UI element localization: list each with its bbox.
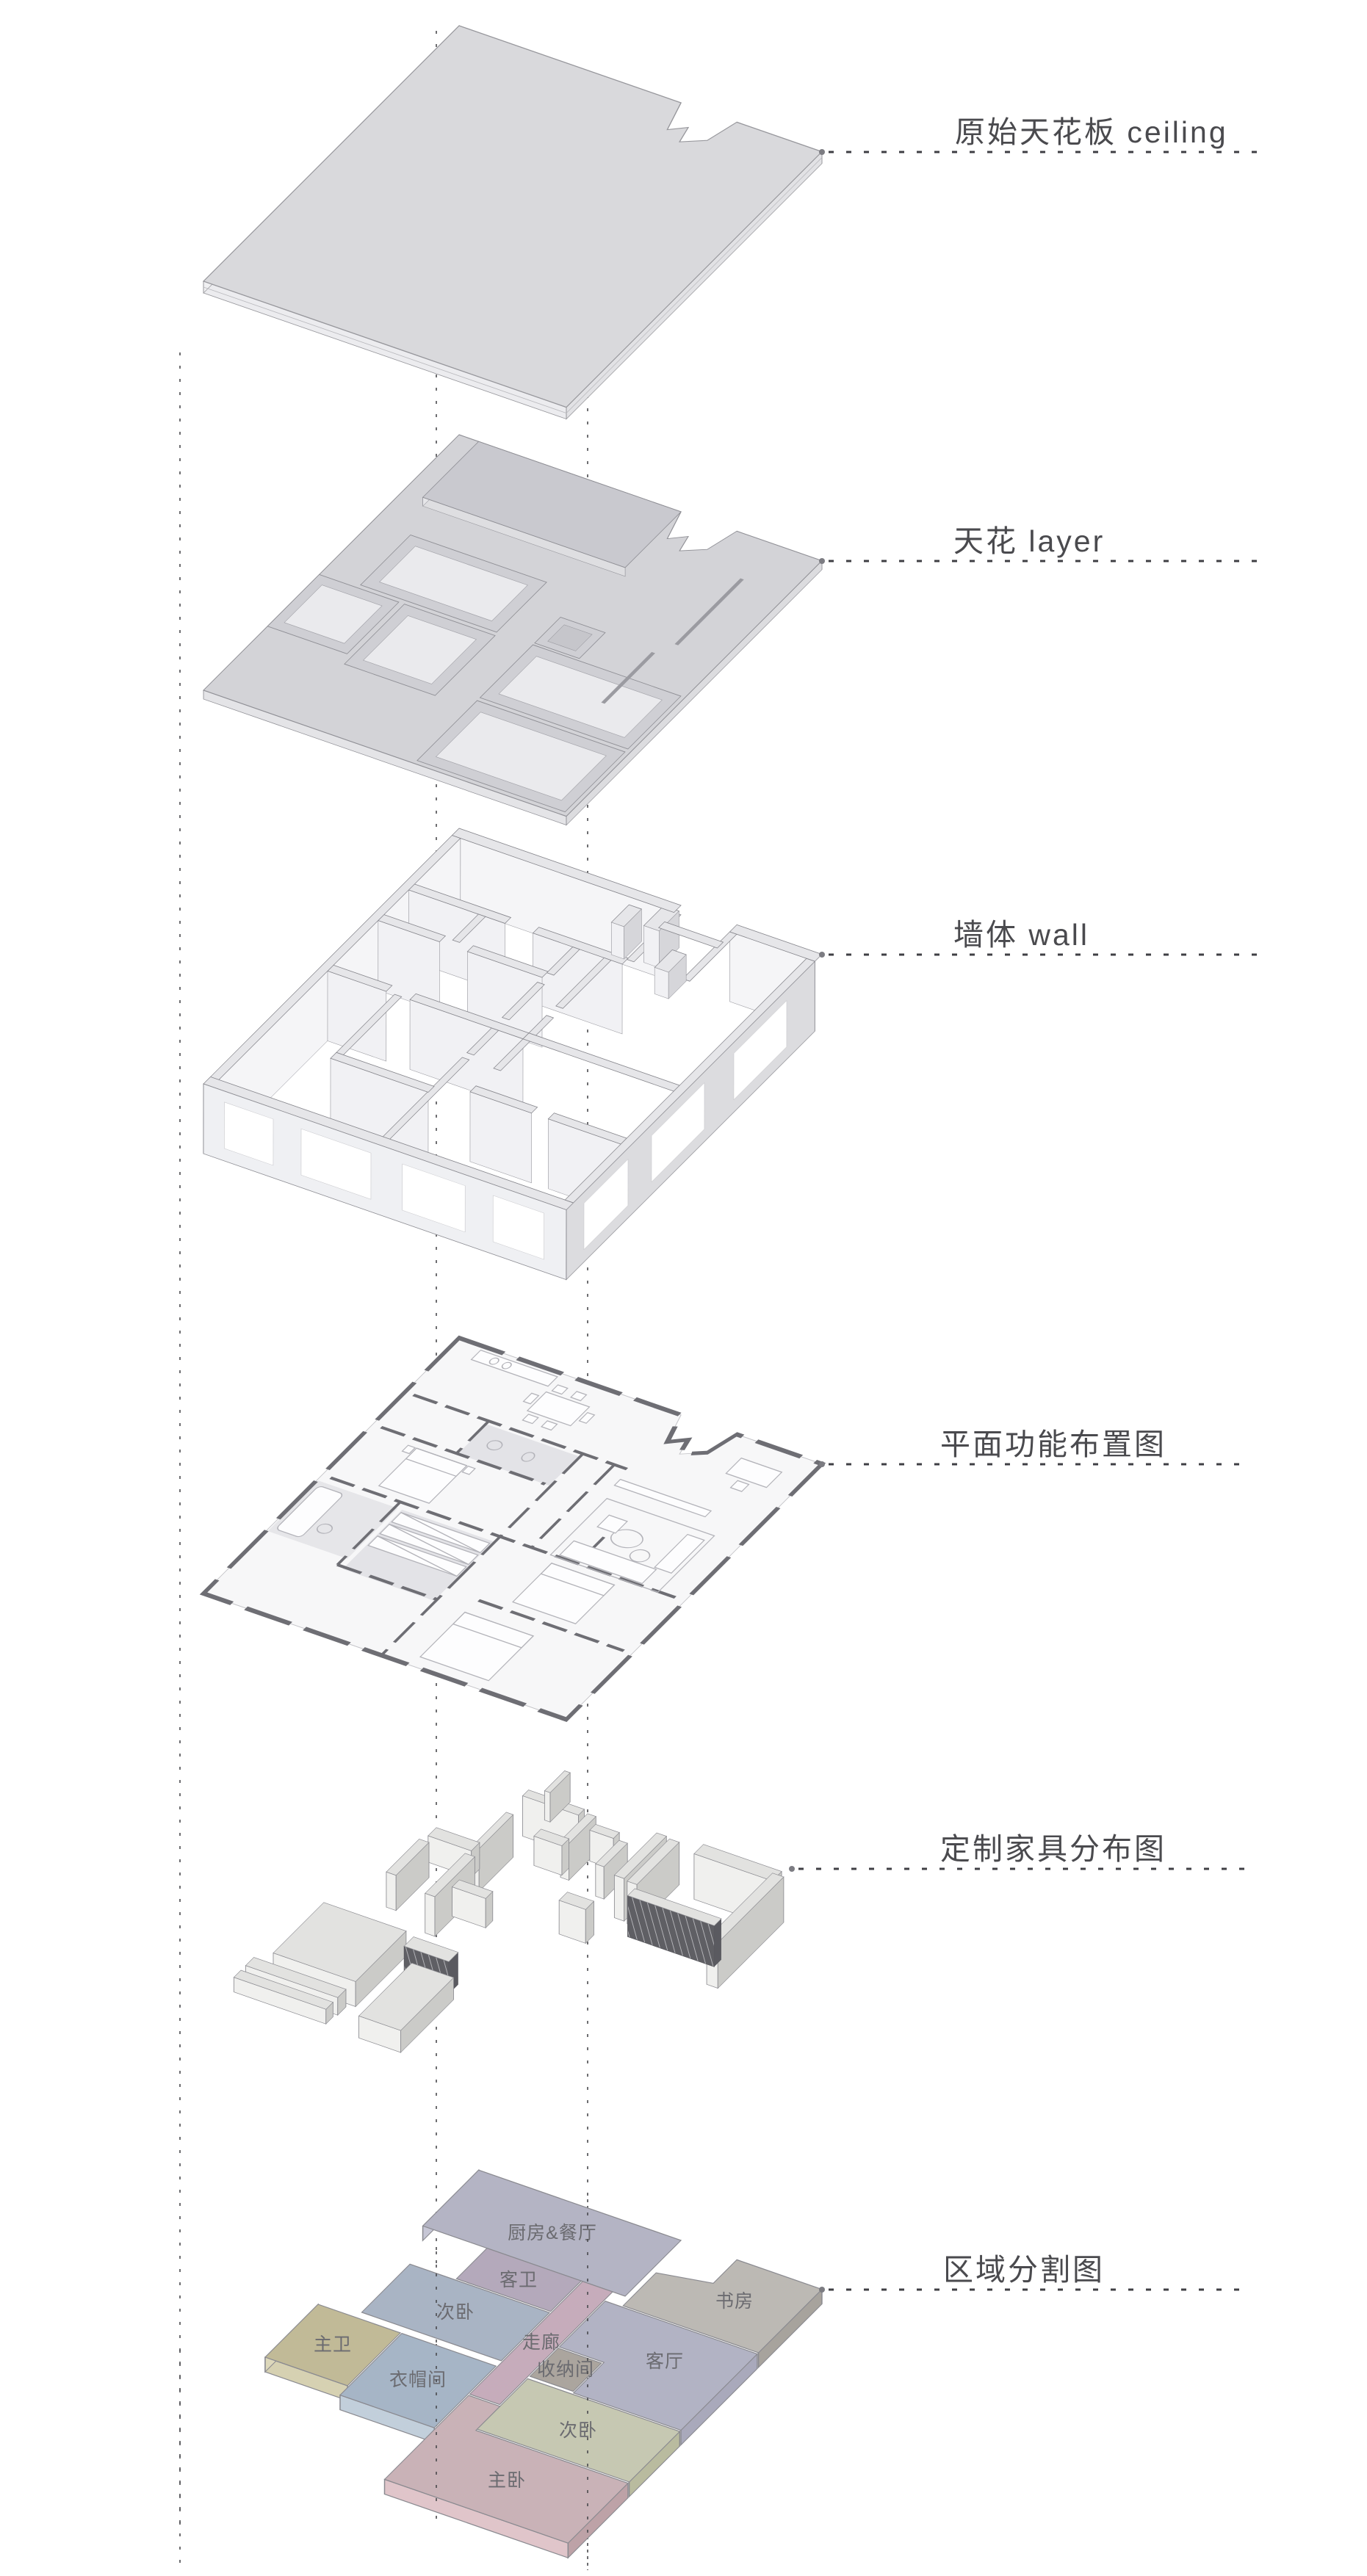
zone-label-bedroom2-east: 次卧: [559, 2420, 597, 2441]
ceiling-slab-top: [202, 25, 823, 408]
layer-custom-furniture: [233, 1770, 785, 2053]
furniture-box: [233, 1770, 785, 2053]
zone-label-master-bed: 主卧: [488, 2470, 526, 2491]
layer-zone-partition: [264, 2168, 823, 2559]
interior-walls: [327, 883, 737, 1147]
leader-node-dot: [819, 1461, 825, 1467]
zone-bedroom2-east: [476, 2378, 681, 2483]
zone-master-bed: [383, 2395, 630, 2544]
leader-node-dot: [789, 1866, 795, 1872]
zone-label-corridor: 走廊: [522, 2332, 560, 2353]
plan-outer-walls: [199, 1335, 826, 1722]
kitchen-ceiling-panel: [422, 441, 682, 568]
outer-walls: [203, 828, 823, 1211]
leader-lines: [789, 149, 1258, 2293]
layer-walls: [203, 828, 823, 1281]
zone-label-guest-bath: 客卫: [499, 2270, 538, 2290]
guide-lines-overlay: [179, 2199, 588, 2570]
zone-label-living: 客厅: [646, 2351, 684, 2372]
leader-node-dot: [819, 149, 825, 155]
zone-label-kitchen: 厨房&餐厅: [508, 2223, 597, 2243]
tall-wall-volumes: [610, 904, 687, 999]
zone-storage: [529, 2347, 602, 2392]
zone-label-storage: 收纳间: [537, 2359, 594, 2380]
label-zone-partition: 区域分割图: [943, 2253, 1105, 2287]
zone-master-bath: [264, 2304, 402, 2387]
zone-living: [558, 2300, 759, 2431]
label-ceiling-design: 天花 layer: [953, 524, 1105, 558]
plan-furniture: [277, 1349, 783, 1682]
label-walls: 墙体 wall: [953, 918, 1089, 952]
zone-labels: 厨房&餐厅 书房 客卫 客厅 次卧 走廊 收纳间 次卧 主卫 衣帽间 主卧: [314, 2223, 754, 2491]
leader-node-dot: [819, 558, 825, 564]
zone-label-closet: 衣帽间: [389, 2370, 447, 2390]
layer-ceiling-design: [203, 434, 823, 826]
layer-floor-plan: [199, 1335, 826, 1722]
label-original-ceiling: 原始天花板 ceiling: [955, 115, 1228, 149]
label-floor-plan: 平面功能布置图: [940, 1428, 1166, 1461]
ceiling-light-slot: [601, 651, 655, 704]
ceiling-design-base: [203, 434, 823, 817]
label-custom-furniture: 定制家具分布图: [940, 1832, 1166, 1866]
layer-labels: 原始天花板 ceiling 天花 layer 墙体 wall 平面功能布置图 定…: [940, 115, 1228, 2287]
zone-label-study: 书房: [715, 2291, 754, 2312]
zone-closet: [339, 2332, 497, 2428]
zone-bedroom2-west: [361, 2263, 551, 2362]
ceiling-light-slot: [674, 578, 744, 645]
layer-original-ceiling: [202, 24, 823, 420]
zone-guest-bath: [455, 2247, 582, 2312]
leader-node-dot: [819, 952, 825, 958]
zone-corridor: [469, 2281, 614, 2406]
leader-node-dot: [819, 2287, 825, 2293]
zone-label-bedroom2-west: 次卧: [436, 2302, 475, 2323]
zone-label-master-bath: 主卫: [314, 2334, 352, 2355]
